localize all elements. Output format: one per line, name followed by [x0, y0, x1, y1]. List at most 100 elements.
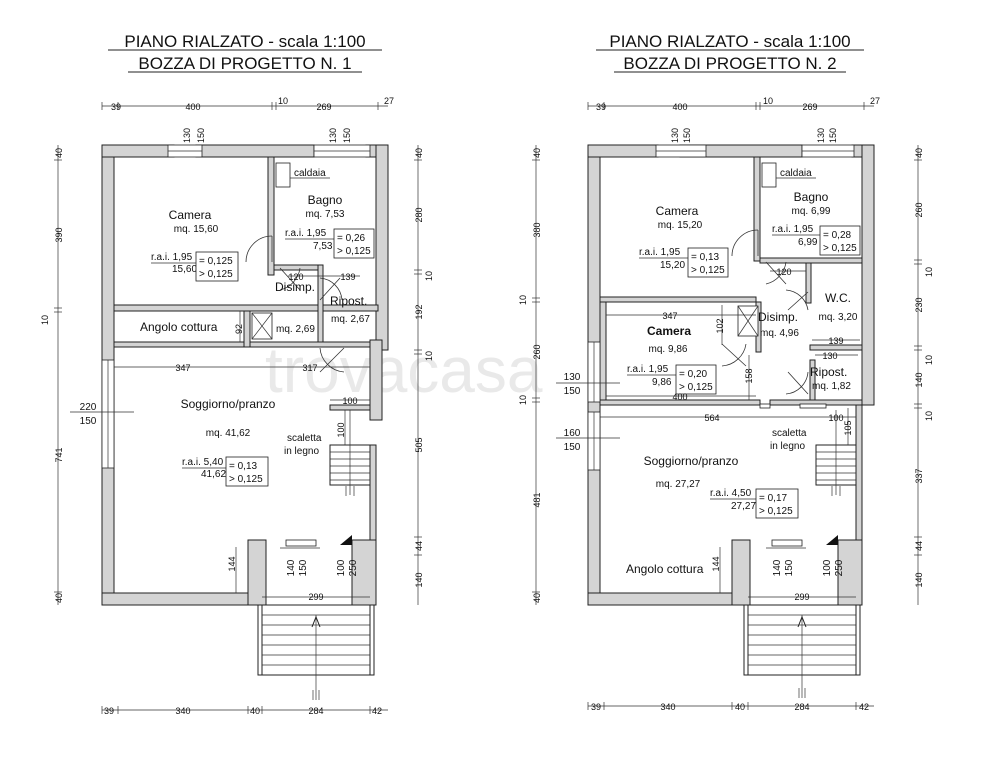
plan-1-room-disimp: Disimp.: [275, 280, 315, 294]
plan-1-room-camera-area: mq. 15,60: [174, 224, 219, 235]
plan-1-right-dim-40: 40: [414, 148, 424, 158]
plan-2-rai-camera2-l1: r.a.i. 1,95: [627, 364, 669, 375]
plan-1-title-line-1: PIANO RIALZATO - scala 1:100: [124, 32, 365, 51]
plan-2-title-line-2: BOZZA DI PROGETTO N. 2: [623, 54, 836, 73]
plan-2-dim-150-door: 150: [784, 559, 795, 576]
plan-2-rai-bagno: r.a.i. 1,95 6,99 = 0,28 > 0,125: [772, 224, 861, 256]
plan-1-wall-right-upper: [375, 144, 389, 351]
plan-2-room-camera-area: mq. 15,20: [658, 220, 703, 231]
plan-1-front-door: [285, 535, 352, 547]
plan-2-right-dim-260: 260: [914, 202, 924, 217]
plan-1-wall-camera-bagno: [267, 156, 275, 276]
plan-1-dim-150-door: 150: [298, 559, 309, 576]
plan-1-left-dim-40-top: 40: [54, 148, 64, 158]
plan-1-room-disimp-area: mq. 2,69: [276, 324, 315, 335]
plan-2-window-bagno: [801, 144, 855, 158]
plan-1-window-dim-220: 220: [80, 402, 97, 413]
plan-1-dim-100-h: 100: [342, 396, 357, 406]
plan-2-left-dim-260: 260: [532, 344, 542, 359]
plan-1-dim-100-door: 100: [336, 559, 347, 576]
plan-2-wall-wc-bottom: [809, 344, 863, 351]
plan-1-scaletta-1: scaletta: [287, 433, 322, 444]
plan-2-rai-camera-v1: = 0,13: [691, 252, 720, 263]
plan-2-dim-130: 130: [822, 351, 837, 361]
plan-2-room-camera: Camera: [656, 204, 699, 218]
plan-2-top-dim-400: 400: [672, 102, 687, 112]
plan-2-right-dim-337: 337: [914, 468, 924, 483]
plan-1-room-bagno-area: mq. 7,53: [306, 209, 345, 220]
plan-1-dim-144: 144: [227, 556, 237, 571]
plan-2-room-disimp: Disimp.: [758, 310, 798, 324]
plan-1-door-ripost: [319, 277, 343, 301]
plan-2-bottom-dim-284: 284: [794, 702, 809, 712]
plan-2-room-angolo-cottura: Angolo cottura: [626, 562, 704, 576]
plan-1-left-dim-741: 741: [54, 447, 64, 462]
plan-1-rai-bagno-l2: 7,53: [313, 241, 333, 252]
plan-2-window-soggiorno: [587, 411, 601, 471]
plan-2-room-camera2: Camera: [647, 324, 691, 338]
plan-1-rai-camera: r.a.i. 1,95 15,60 = 0,125 > 0,125: [151, 251, 239, 282]
plan-1-rai-soggiorno-l1: r.a.i. 5,40: [182, 457, 224, 468]
plan-1-wall-bottom-left: [101, 592, 263, 606]
plan-2-rai-camera-l2: 15,20: [660, 260, 685, 271]
plan-2-dim-144: 144: [711, 556, 721, 571]
plan-2-top-dim-10: 10: [763, 96, 773, 106]
plan-1-right-dim-192: 192: [414, 304, 424, 319]
plan-2-window-dim-130-b: 130: [816, 128, 826, 143]
plan-1-rai-bagno-v1: = 0,26: [337, 233, 366, 244]
plan-2-dim-100-door: 100: [822, 559, 833, 576]
plan-2-left-dim-10-a: 10: [518, 295, 528, 305]
plan-1-top-dim-10: 10: [278, 96, 288, 106]
plan-2-rai-soggiorno-l1: r.a.i. 4,50: [710, 488, 752, 499]
plan-1-rai-soggiorno-l2: 41,62: [201, 469, 226, 480]
plan-2-wall-wc-left: [805, 262, 812, 304]
plan-2-left-dim-481: 481: [532, 492, 542, 507]
plan-2-entrance-stair: [743, 604, 861, 698]
plan-1-wall-cottura-right: [243, 310, 251, 348]
plan-2-right-dim-10-c: 10: [924, 411, 934, 421]
plan-2-dim-102: 102: [715, 318, 725, 333]
plan-1-right-dim-280: 280: [414, 207, 424, 222]
plan-2-dim-158: 158: [744, 368, 754, 383]
plan-2-rai-camera2-v1: = 0,20: [679, 369, 708, 380]
plan-2-right-dim-230: 230: [914, 297, 924, 312]
plan-1-door-bagno: [279, 267, 301, 291]
plan-1-room-soggiorno: Soggiorno/pranzo: [181, 397, 276, 411]
plan-1-bottom-dim-284: 284: [308, 706, 323, 716]
plan-2-door-camera2: [721, 343, 747, 367]
plan-2-room-bagno-area: mq. 6,99: [792, 206, 831, 217]
plan-2-room-soggiorno: Soggiorno/pranzo: [644, 454, 739, 468]
plan-1-window-dim-130-b: 130: [328, 128, 338, 143]
plan-2-room-wc-area: mq. 3,20: [819, 312, 858, 323]
plan-1-room-ripost: Ripost.: [330, 294, 367, 308]
plan-2-window-dim-150-a: 150: [682, 128, 692, 143]
plan-2-right-dim-140: 140: [914, 372, 924, 387]
plan-2-wall-bottom-right: [837, 539, 863, 606]
plan-1-room-ripost-area: mq. 2,67: [331, 314, 370, 325]
plan-2-door-camera: [731, 229, 759, 257]
plan-1-dim-317: 317: [302, 363, 317, 373]
plan-2-window-camera: [655, 144, 707, 158]
plan-1-dim-139: 139: [340, 272, 355, 282]
plan-2-room-camera2-area: mq. 9,86: [649, 344, 688, 355]
plan-2-room-ripost-area: mq. 1,82: [812, 381, 851, 392]
plan-2-front-door: [771, 535, 838, 547]
plan-2-window-dim-150-c: 150: [564, 442, 581, 453]
plan-2-bottom-dim-40: 40: [735, 702, 745, 712]
plan-2-wall-right-upper: [861, 144, 875, 406]
plan-1-window-dim-150-b: 150: [342, 128, 352, 143]
plan-2-rai-soggiorno-v1: = 0,17: [759, 493, 788, 504]
plan-2-door-ripost: [785, 371, 809, 395]
plan-1-top-dim-400: 400: [185, 102, 200, 112]
plan-1-window-dim-130-a: 130: [182, 128, 192, 143]
plan-1-wall-soggiorno-top: [113, 341, 371, 348]
plan-2-right-dim-10-b: 10: [924, 355, 934, 365]
plan-2-wall-camera2-bottom: [599, 399, 761, 406]
plan-1-right-dim-44: 44: [414, 541, 424, 551]
plan-2-rai-camera-v2: > 0,125: [691, 265, 725, 276]
plan-2-window-dim-150-d: 150: [564, 386, 581, 397]
plan-2-rai-soggiorno-v2: > 0,125: [759, 506, 793, 517]
plan-1-dim-250-door: 250: [348, 559, 359, 576]
plan-2-door-soggiorno: [759, 403, 827, 409]
plan-1-dim-100-v: 100: [336, 422, 346, 437]
